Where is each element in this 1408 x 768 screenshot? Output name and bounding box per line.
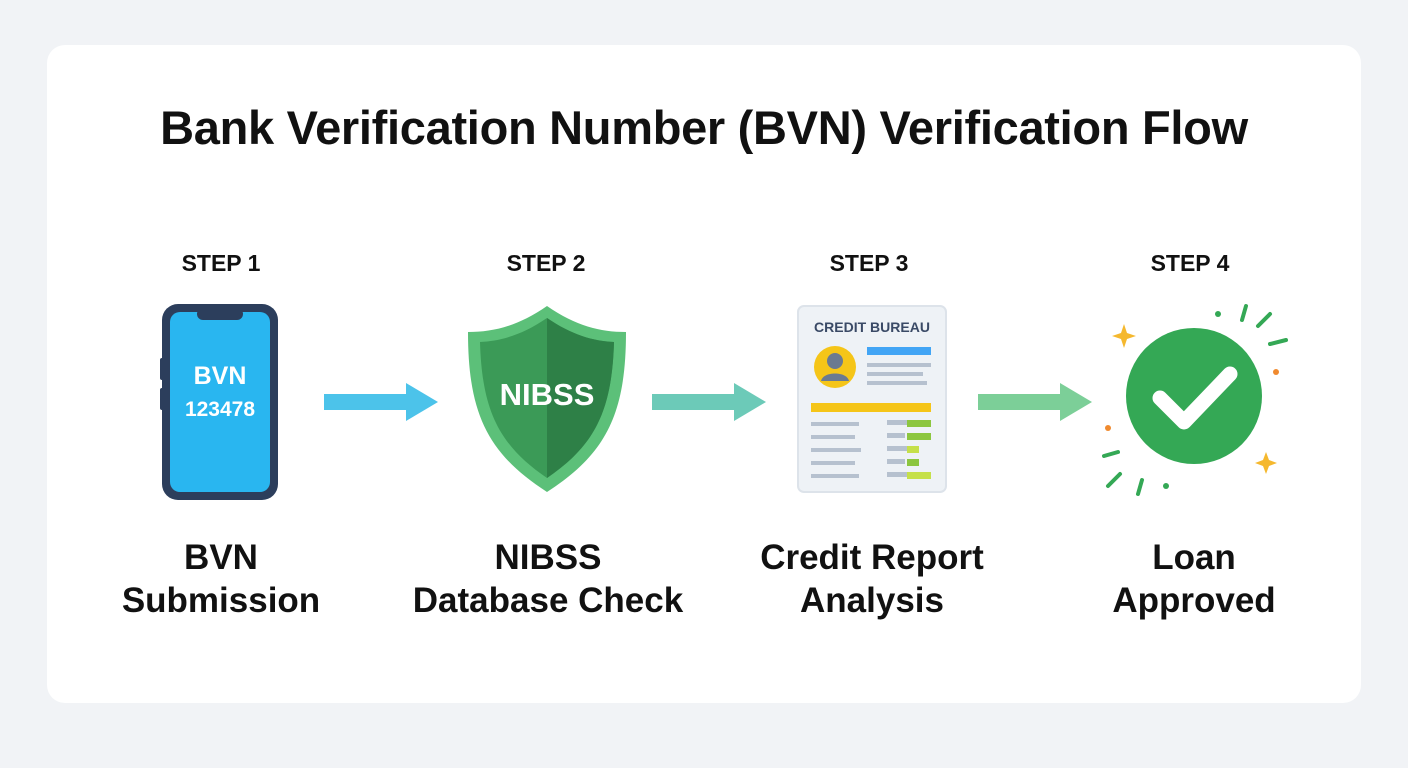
credit-report-icon: CREDIT BUREAU: [797, 305, 947, 493]
flow-arrow-1: [322, 381, 440, 423]
step-1-name: BVN Submission: [61, 536, 381, 622]
step-1-label: STEP 1: [181, 250, 261, 276]
step-3-label: STEP 3: [829, 250, 909, 276]
shield-icon: NIBSS: [466, 304, 628, 494]
step-4-name: Loan Approved: [1034, 536, 1354, 622]
credit-bureau-header: CREDIT BUREAU: [814, 319, 930, 335]
step-2-name-line-1: NIBSS: [494, 538, 602, 577]
shield-nibss-text: NIBSS: [500, 377, 595, 412]
step-2-name: NIBSS Database Check: [388, 536, 708, 622]
checkmark-icon: [1098, 300, 1294, 500]
phone-icon: BVN 123478: [160, 302, 284, 504]
step-2-label: STEP 2: [506, 250, 586, 276]
step-3-name-line-2: Analysis: [800, 581, 944, 620]
step-4-name-line-1: Loan: [1152, 538, 1236, 577]
flow-arrow-3: [976, 381, 1094, 423]
flow-arrow-2: [650, 381, 768, 423]
step-2-name-line-2: Database Check: [412, 581, 684, 620]
step-1-name-line-1: BVN: [184, 538, 258, 577]
diagram-title: Bank Verification Number (BVN) Verificat…: [160, 101, 1248, 154]
step-4-label: STEP 4: [1150, 250, 1230, 276]
step-4-name-line-2: Approved: [1112, 581, 1276, 620]
step-3-name-line-1: Credit Report: [760, 538, 984, 577]
step-1-name-line-2: Submission: [121, 581, 321, 620]
phone-bvn-text: BVN: [194, 362, 247, 390]
step-3-name: Credit Report Analysis: [712, 536, 1032, 622]
phone-bvn-number: 123478: [185, 398, 255, 421]
